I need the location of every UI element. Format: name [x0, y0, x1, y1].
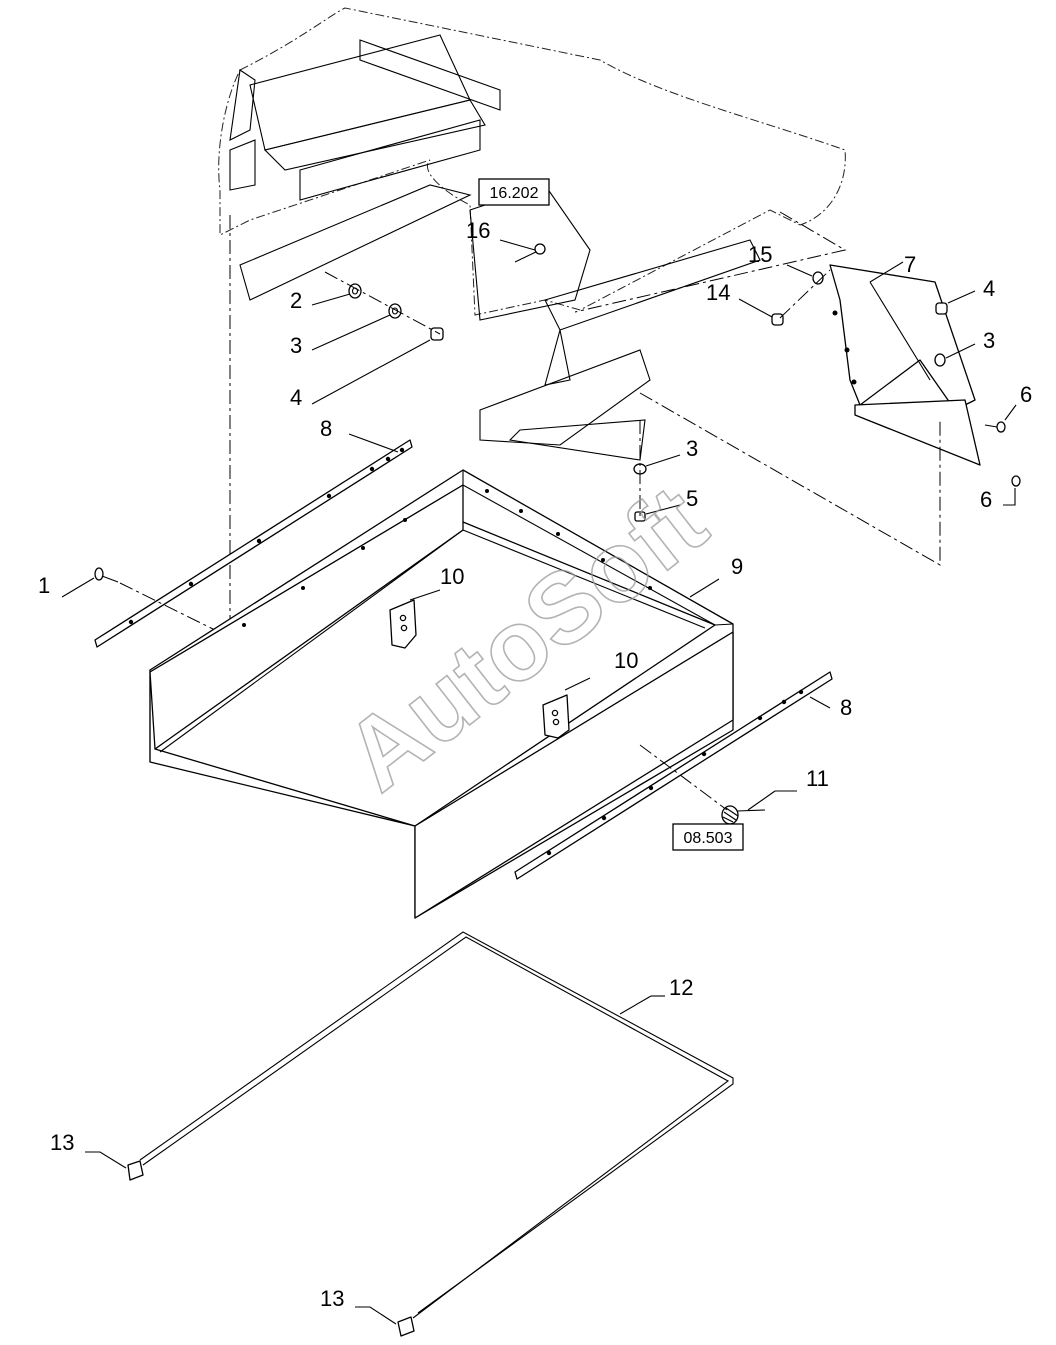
svg-text:16.202: 16.202 [490, 185, 539, 202]
svg-text:08.503: 08.503 [684, 830, 733, 847]
callout-16: 16 [466, 218, 490, 243]
screw-6-lower [1011, 475, 1021, 487]
callout-9: 9 [731, 554, 743, 579]
callout-7: 7 [904, 252, 916, 277]
clip-13-right [397, 1316, 415, 1337]
callout-8: 8 [320, 416, 332, 441]
callout-1: 1 [38, 573, 50, 598]
callout-4-right: 4 [983, 276, 995, 301]
nut-4-right [935, 302, 948, 315]
callout-3-right: 3 [983, 328, 995, 353]
callout-6-upper: 6 [1020, 382, 1032, 407]
callout-5: 5 [686, 486, 698, 511]
washer-3-upper-left [388, 303, 402, 319]
screw-16 [514, 243, 546, 263]
bolt-5 [634, 511, 646, 522]
screw-6-upper [984, 421, 1006, 433]
callout-14: 14 [706, 280, 730, 305]
nut-14 [771, 313, 784, 326]
strip-8-right [514, 671, 833, 880]
bracket-7 [829, 264, 981, 466]
callout-2: 2 [290, 288, 302, 313]
tray-9 [149, 469, 734, 919]
reference-box-08503[interactable]: 08.503 [672, 823, 744, 851]
callout-15: 15 [748, 242, 772, 267]
seal-12 [139, 931, 734, 1319]
washer-2 [348, 283, 362, 299]
washer-3-right [934, 353, 946, 367]
strip-8-left [94, 439, 413, 648]
callout-3-center: 3 [686, 436, 698, 461]
bolt-1 [94, 567, 119, 583]
machine-frame-outline [218, 7, 846, 461]
callout-10-left: 10 [440, 564, 464, 589]
callout-10-right: 10 [614, 648, 638, 673]
washer-15 [812, 271, 824, 285]
callout-11: 11 [806, 766, 829, 791]
callout-4: 4 [290, 385, 302, 410]
clip-10-right [542, 694, 570, 739]
rivet-11 [721, 805, 766, 825]
callout-13-lower: 13 [320, 1286, 344, 1311]
reference-box-16202[interactable]: 16.202 [478, 178, 550, 206]
callout-12: 12 [669, 975, 693, 1000]
callout-8-right: 8 [840, 695, 852, 720]
callout-13-upper: 13 [50, 1130, 74, 1155]
clip-10-left [389, 599, 417, 649]
callout-6-lower: 6 [980, 487, 992, 512]
clip-13-left [127, 1160, 144, 1181]
nut-4-upper-left [430, 327, 444, 341]
callout-3: 3 [290, 333, 302, 358]
